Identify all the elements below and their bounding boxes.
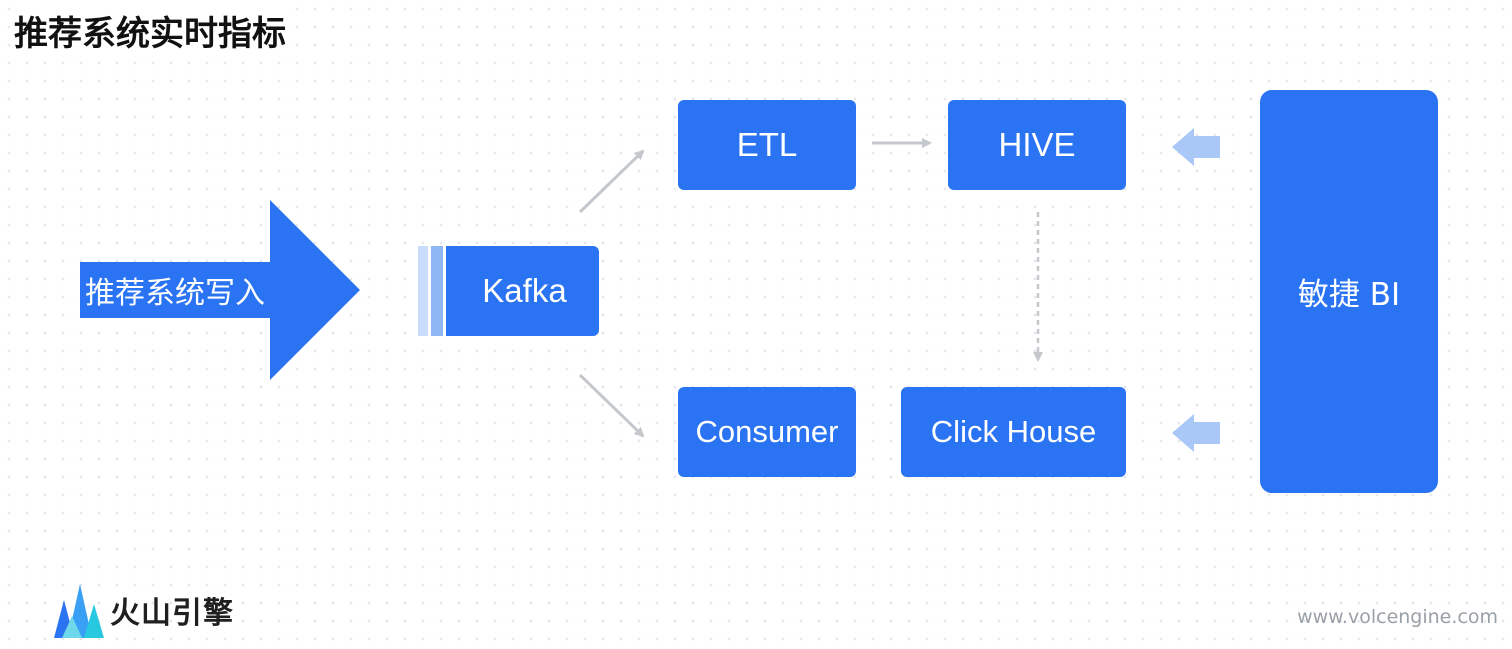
source-node-label: 推荐系统写入 xyxy=(85,276,265,311)
kafka-stripe-2 xyxy=(431,246,443,336)
consumer-node: Consumer xyxy=(678,387,856,477)
kafka-to-etl-arrow xyxy=(578,149,645,214)
kafka-to-consumer-arrow xyxy=(578,373,645,438)
bi-to-hive-arrow xyxy=(1172,128,1220,166)
kafka-node: Kafka xyxy=(446,246,599,336)
source-arrow-shape xyxy=(80,200,360,380)
bi-to-clickhouse-arrow xyxy=(1172,414,1220,452)
page-title: 推荐系统实时指标 xyxy=(14,6,292,55)
kafka-stripe-1 xyxy=(418,246,428,336)
volcengine-logo: 火山引擎 xyxy=(54,582,234,638)
clickhouse-node: Click House xyxy=(901,387,1126,477)
logo-text: 火山引擎 xyxy=(110,596,234,631)
etl-node: ETL xyxy=(678,100,856,190)
hive-node: HIVE xyxy=(948,100,1126,190)
volcano-logo-icon xyxy=(54,584,104,638)
watermark: www.volcengine.com xyxy=(1297,606,1498,628)
bi-node: 敏捷 BI xyxy=(1260,90,1438,493)
